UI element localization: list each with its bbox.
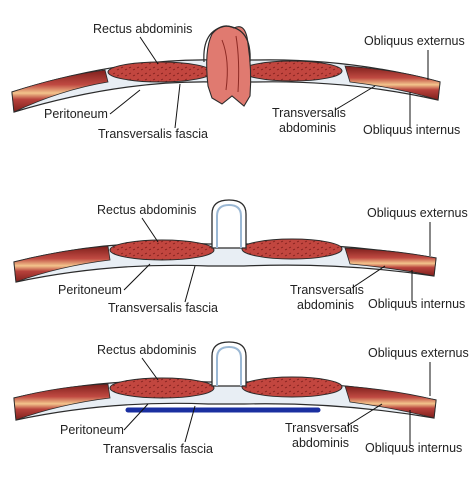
- label-transversalis-abdominis-3a: Transversalis: [285, 421, 359, 435]
- lateral-muscle-right-3: [345, 386, 436, 418]
- label-rectus-1: Rectus abdominis: [93, 22, 192, 36]
- label-peritoneum-1: Peritoneum: [44, 107, 108, 121]
- label-transversalis-fascia-1: Transversalis fascia: [98, 127, 208, 141]
- lateral-muscle-right-2: [345, 248, 436, 276]
- label-transversalis-fascia-3: Transversalis fascia: [103, 442, 213, 456]
- label-obliquus-internus-1: Obliquus internus: [363, 123, 460, 137]
- label-transversalis-abdominis-1b: abdominis: [279, 121, 336, 135]
- label-transversalis-fascia-2: Transversalis fascia: [108, 301, 218, 315]
- rectus-right-1: [242, 61, 342, 81]
- rectus-left-1: [108, 62, 212, 82]
- label-peritoneum-3: Peritoneum: [60, 423, 124, 437]
- label-obliquus-externus-1: Obliquus externus: [364, 34, 465, 48]
- label-transversalis-abdominis-1a: Transversalis: [272, 106, 346, 120]
- label-rectus-2: Rectus abdominis: [97, 203, 196, 217]
- label-obliquus-externus-3: Obliquus externus: [368, 346, 469, 360]
- rectus-left-3: [110, 378, 214, 398]
- herniated-bowel: [207, 26, 251, 106]
- label-obliquus-internus-2: Obliquus internus: [368, 297, 465, 311]
- label-transversalis-abdominis-2a: Transversalis: [290, 283, 364, 297]
- label-obliquus-externus-2: Obliquus externus: [367, 206, 468, 220]
- rectus-left-2: [110, 240, 214, 260]
- rectus-right-3: [242, 377, 342, 397]
- label-peritoneum-2: Peritoneum: [58, 283, 122, 297]
- label-obliquus-internus-3: Obliquus internus: [365, 441, 462, 455]
- label-transversalis-abdominis-3b: abdominis: [292, 436, 349, 450]
- label-rectus-3: Rectus abdominis: [97, 343, 196, 357]
- label-transversalis-abdominis-2b: abdominis: [297, 298, 354, 312]
- rectus-right-2: [242, 239, 342, 259]
